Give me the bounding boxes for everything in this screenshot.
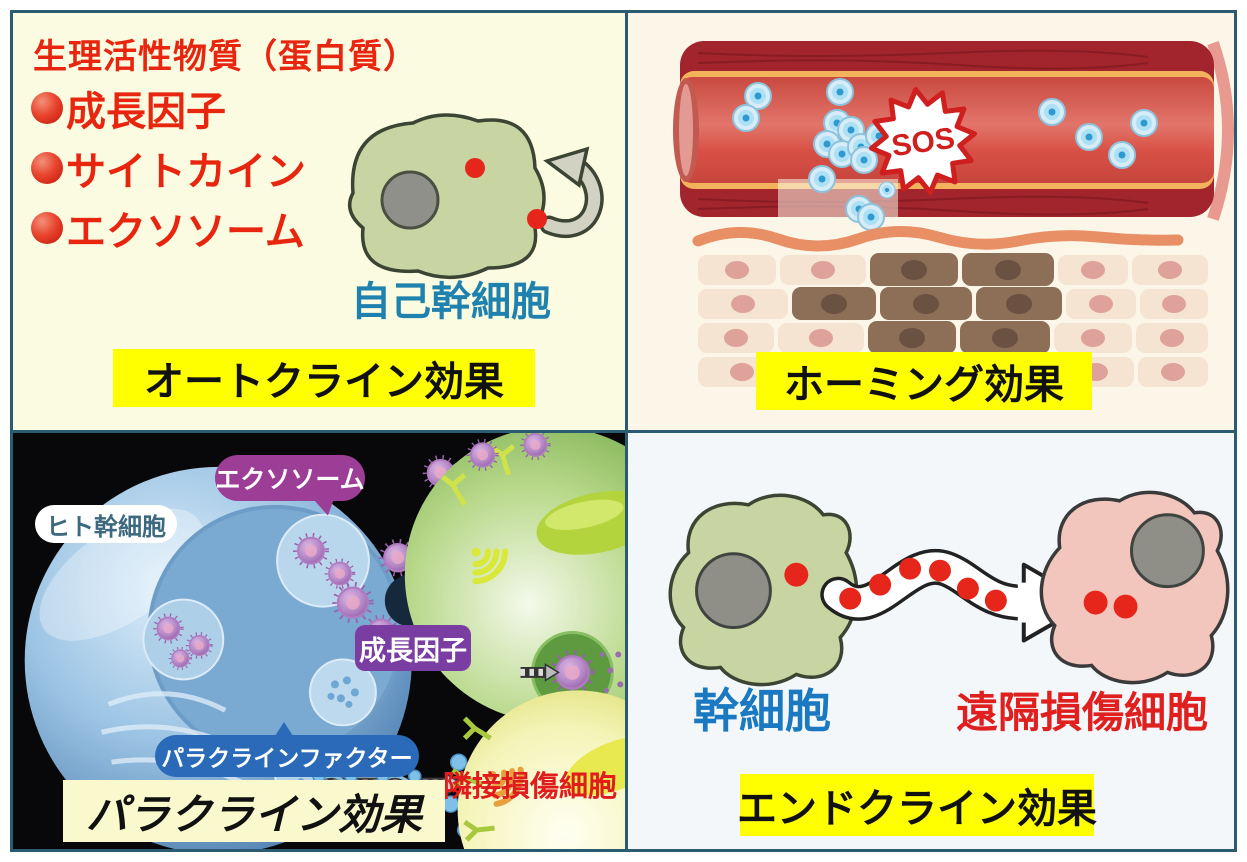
red-sphere-bullet-icon xyxy=(31,92,63,124)
autocrine-title: オートクライン効果 xyxy=(113,349,535,407)
quadrant-endocrine: 幹細胞 遠隔損傷細胞 エンドクライン効果 xyxy=(628,433,1234,849)
receptors-green xyxy=(451,716,495,842)
homing-title: ホーミング効果 xyxy=(756,352,1092,410)
autocrine-loop-arrow-icon xyxy=(539,146,604,239)
bullet-exosome: エクソソーム xyxy=(31,199,305,257)
nucleus xyxy=(1130,513,1205,589)
stem-cell-shape xyxy=(347,113,546,280)
factor-dot-outside xyxy=(527,209,547,229)
factor-dot-arrived-2 xyxy=(1113,594,1138,619)
tissue-membrane-line xyxy=(692,226,1184,252)
paracrine-title: パラクライン効果 xyxy=(63,780,445,842)
nucleus xyxy=(695,552,772,630)
paracrine-factor-label: パラクラインファクター xyxy=(155,722,419,777)
red-sphere-bullet-icon xyxy=(31,152,63,184)
endocrine-illustration xyxy=(668,490,1230,687)
bioactive-substances-heading: 生理活性物質（蛋白質） xyxy=(33,38,418,76)
autocrine-illustration xyxy=(347,113,604,280)
red-sphere-bullet-icon xyxy=(31,212,63,244)
adjacent-cell-yellow xyxy=(451,690,625,849)
bullet-growth-factor: 成長因子 xyxy=(31,79,226,137)
nucleus xyxy=(380,170,440,230)
factor-dot-inside xyxy=(465,158,485,178)
figure-frame: 生理活性物質（蛋白質） 成長因子 サイトカイン エクソソーム 自己幹細胞 オート… xyxy=(10,10,1237,852)
factor-dot xyxy=(784,562,809,587)
quadrant-homing: SOS xyxy=(628,13,1234,430)
sos-badge: SOS xyxy=(869,87,977,195)
factor-dot-arrived-1 xyxy=(1083,590,1108,615)
stem-cell-label: 幹細胞 xyxy=(693,685,831,737)
factor-dots-in-transit xyxy=(839,557,1007,612)
distant-damaged-cell-label: 遠隔損傷細胞 xyxy=(955,689,1208,736)
endocrine-title: エンドクライン効果 xyxy=(737,774,1097,836)
bullet-cytokine: サイトカイン xyxy=(31,139,306,197)
quadrant-autocrine: 生理活性物質（蛋白質） 成長因子 サイトカイン エクソソーム 自己幹細胞 オート… xyxy=(13,13,625,430)
exosome-label: エクソソーム xyxy=(215,455,365,501)
self-stem-cell-label: 自己幹細胞 xyxy=(351,280,551,324)
quadrant-paracrine: ヒト幹細胞 エクソソーム 成長因子 パラクラインファクター 隣接損傷細胞 パラク… xyxy=(13,433,625,849)
human-stem-cell-label: ヒト幹細胞 xyxy=(35,505,177,543)
distant-damaged-cell-shape xyxy=(1039,490,1230,685)
adjacent-damaged-cell-label: 隣接損傷細胞 xyxy=(443,771,618,803)
stem-cell-shape xyxy=(668,493,859,687)
growth-factor-label: 成長因子 xyxy=(355,625,471,671)
golgi-swirls xyxy=(100,691,247,813)
